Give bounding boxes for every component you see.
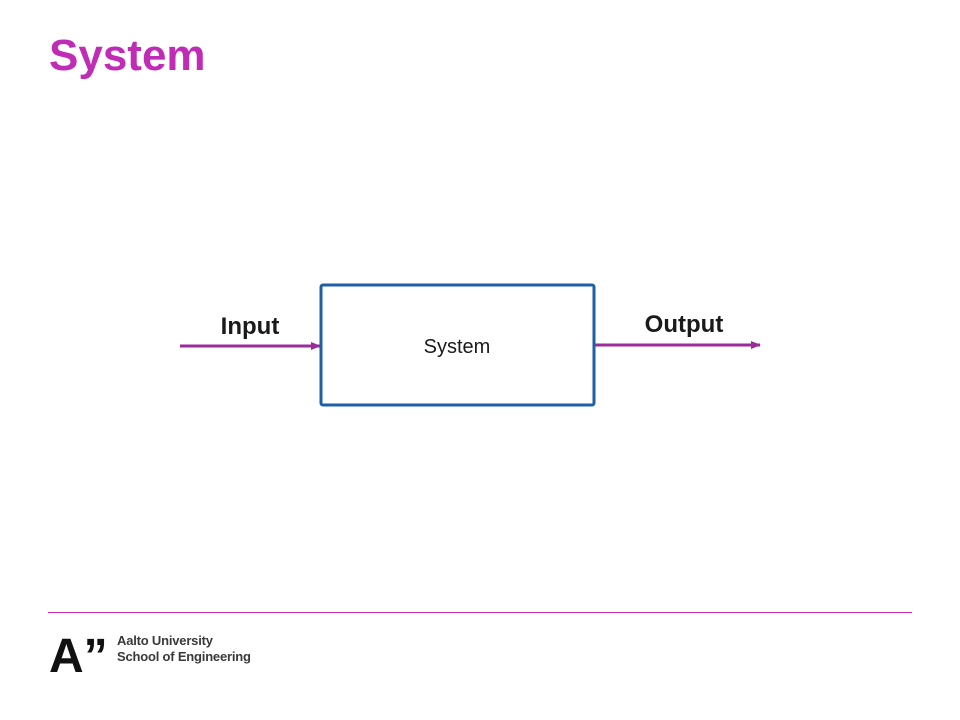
school-name: School of Engineering [117,649,251,664]
aalto-logo-mark: A” [49,630,108,678]
system-block-label: System [424,336,491,358]
aalto-logo: A” [49,630,108,678]
system-block [319,283,596,407]
organization-name: Aalto University School of Engineering [117,633,251,665]
output-label: Output [645,311,724,338]
slide-title: System [49,31,206,80]
system-diagram: Input System Output [180,283,761,407]
university-name: Aalto University [117,633,213,648]
footer-divider [48,612,912,613]
input-label: Input [221,313,280,340]
